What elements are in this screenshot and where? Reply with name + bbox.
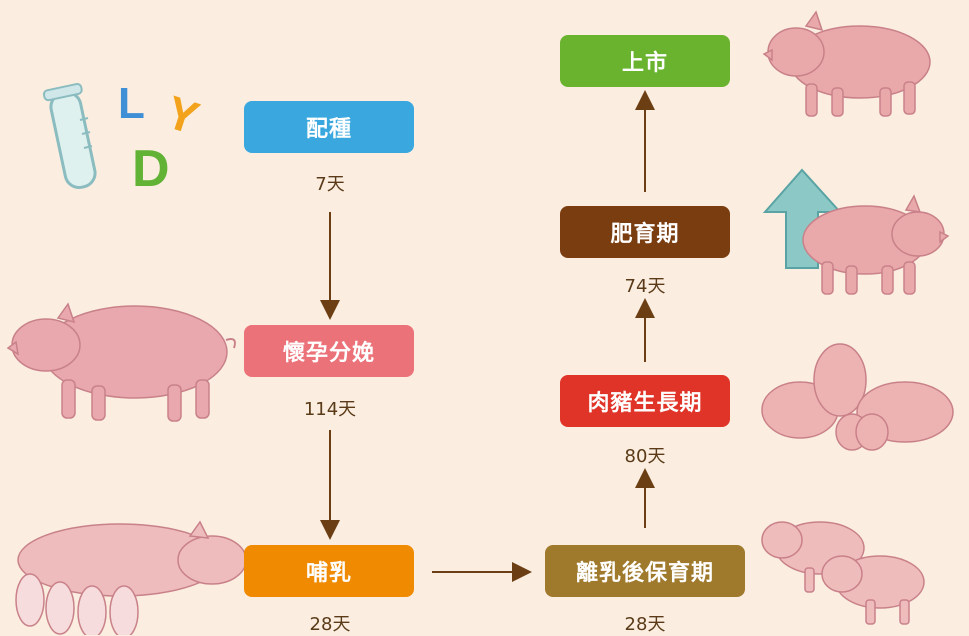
stage-nursery-label: 離乳後保育期 xyxy=(575,561,714,586)
breed-letter-y: Y xyxy=(160,85,205,144)
stage-gestation-box: 懷孕分娩 xyxy=(244,325,414,377)
stage-lactation-box: 哺乳 xyxy=(244,545,414,597)
breed-letter-l: L xyxy=(118,79,145,128)
stage-breeding-box: 配種 xyxy=(244,101,414,153)
nursery-piglets-icon xyxy=(761,521,925,625)
breed-letter-d: D xyxy=(132,140,170,198)
market-pig-icon xyxy=(762,10,931,117)
stage-finisher-label: 肥育期 xyxy=(610,222,680,247)
stage-lactation-label: 哺乳 xyxy=(305,561,352,586)
stage-grower-label: 肉豬生長期 xyxy=(587,391,703,416)
growing-pigs-icon xyxy=(761,343,954,451)
stage-finisher-duration: 74天 xyxy=(624,276,666,297)
stage-market-box: 上市 xyxy=(560,35,730,87)
stage-grower-box: 肉豬生長期 xyxy=(560,375,730,427)
stage-breeding-duration: 7天 xyxy=(315,174,345,195)
pregnant-sow-icon xyxy=(6,302,236,422)
nursing-sow-icon xyxy=(15,520,247,635)
stage-nursery-box: 離乳後保育期 xyxy=(545,545,745,597)
stage-finisher-box: 肥育期 xyxy=(560,206,730,258)
stage-nursery-duration: 28天 xyxy=(624,614,666,635)
stage-market-label: 上市 xyxy=(621,51,668,76)
stage-grower-duration: 80天 xyxy=(624,446,666,467)
stage-gestation-duration: 114天 xyxy=(303,399,357,420)
stage-lactation-duration: 28天 xyxy=(309,614,351,635)
stage-breeding-label: 配種 xyxy=(305,117,352,142)
stage-gestation-label: 懷孕分娩 xyxy=(282,341,375,366)
finishing-pig-icon xyxy=(802,194,950,295)
test-tube-icon xyxy=(42,82,97,189)
